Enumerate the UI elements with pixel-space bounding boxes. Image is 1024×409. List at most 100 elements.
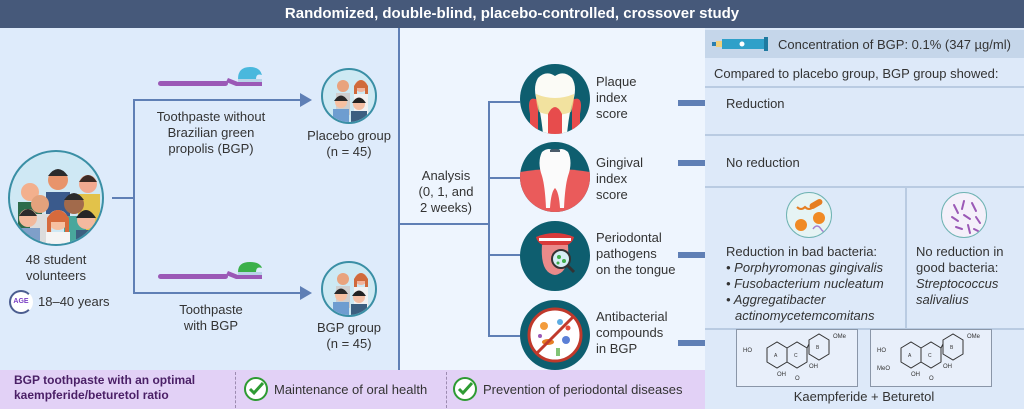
analysis-timepoints-2: 2 weeks) [419,200,473,215]
arrow-to-placebo [300,93,312,107]
svg-text:OH: OH [777,372,786,378]
bgp-treatment-line2: with BGP [183,318,239,333]
placebo-group-icon [321,68,377,124]
outcome-plaque-line2: index [596,90,628,105]
gingival-result: No reduction [726,155,800,170]
placebo-treatment-line2: Brazilian green [167,125,255,140]
checkmark-icon [244,377,268,401]
group-of-people-icon [8,150,104,246]
svg-text:OH: OH [911,372,920,378]
footer-divider-2 [446,372,447,408]
analysis-branch-compounds [488,335,520,337]
outcome-tongue-line1: Periodontal [596,230,662,245]
bad-bacteria-item: • Porphyromonas gingivalis [726,260,884,275]
outcome-plaque-line3: score [596,106,628,121]
placebo-treatment-line1: Toothpaste without [156,109,266,124]
svg-text:O: O [795,376,800,382]
bgp-treatment-line1: Toothpaste [179,302,243,317]
arrow-to-bgp [300,286,312,300]
outcome-tongue-line2: pathogens [596,246,657,261]
outcome-gingival-line1: Gingival [596,155,643,170]
comparison-heading: Compared to placebo group, BGP group sho… [714,66,999,81]
bad-bacteria-item: • Fusobacterium nucleatum [726,276,884,291]
svg-text:B: B [816,345,820,351]
analysis-branch-tongue [488,254,520,256]
good-bacteria-species-2: salivalius [916,292,969,307]
plaque-tooth-icon [520,64,590,134]
plaque-result: Reduction [726,96,785,111]
age-icon: AGE [9,290,33,314]
svg-text:MeO: MeO [877,366,890,372]
svg-text:B: B [950,345,954,351]
placebo-group-n: (n = 45) [326,144,372,159]
concentration-text: Concentration of BGP: 0.1% (347 µg/ml) [778,37,1011,52]
branch-line-placebo [133,99,303,101]
svg-text:C: C [794,353,798,359]
benefit-oral-health: Maintenance of oral health [274,382,428,397]
age-range: 18–40 years [38,294,110,309]
good-bacteria-species-1: Streptococcus [916,276,999,291]
svg-text:C: C [928,353,932,359]
svg-text:A: A [908,353,912,359]
plaque-divider [705,134,1024,136]
placebo-treatment-line3: propolis (BGP) [168,141,254,156]
bgp-group-icon [321,261,377,317]
good-bacteria-line2: good bacteria: [916,260,999,275]
analysis-timepoints-1: (0, 1, and [418,184,474,199]
analysis-stem [400,223,489,225]
gingival-tooth-icon [520,142,590,212]
outcome-plaque-line1: Plaque [596,74,637,89]
study-design-title: Randomized, double-blind, placebo-contro… [0,0,1024,28]
svg-text:OMe: OMe [967,334,981,340]
good-bacteria-icon [941,192,987,238]
branch-line-bgp [133,292,303,294]
svg-text:HO: HO [743,348,752,354]
good-bacteria-line1: No reduction in [916,244,1004,259]
svg-text:O: O [929,376,934,382]
participants-count: 48 student [25,252,87,267]
bad-bacteria-icon [786,192,832,238]
kaempferide-structure: HO OH O OH OMe A C B [736,329,858,387]
analysis-label: Analysis [421,168,471,183]
placebo-group-name: Placebo group [307,128,391,143]
checkmark-icon [453,377,477,401]
toothpaste-tube-icon [712,36,770,52]
footer-divider-1 [235,372,236,408]
toothbrush-placebo-icon [158,64,266,90]
bad-bacteria-item: • Aggregatibacter [726,292,826,307]
outcome-compounds-line1: Antibacterial [596,309,668,324]
branch-line-vertical [133,99,135,293]
outcome-tongue-line3: on the tongue [596,262,676,277]
analysis-branch-plaque [488,101,520,103]
gingival-divider [705,186,1024,188]
conclusion-lead-line1: BGP toothpaste with an optimal [14,373,196,387]
tongue-magnifier-icon [520,221,590,291]
bad-bacteria-item-continued: actinomycetemcomitans [735,308,875,323]
outcome-gingival-line2: index [596,171,628,186]
svg-text:OMe: OMe [833,334,847,340]
no-bacteria-icon [520,300,590,370]
conclusion-bar [0,370,705,409]
analysis-branch-gingival [488,177,520,179]
analysis-vertical [488,101,490,337]
beturetol-structure: HO MeO OH O OH OMe A C B [870,329,992,387]
outcome-gingival-line3: score [596,187,628,202]
outcome-compounds-line3: in BGP [596,341,638,356]
svg-text:OH: OH [943,364,952,370]
bad-bacteria-heading: Reduction in bad bacteria: [726,244,878,259]
svg-text:A: A [774,353,778,359]
compounds-caption: Kaempferide + Beturetol [793,389,935,404]
svg-text:OH: OH [809,364,818,370]
participants-type: volunteers [26,268,86,283]
bacteria-divider [705,328,1024,330]
benefit-periodontal: Prevention of periodontal diseases [483,382,683,397]
branch-line-stem [112,197,134,199]
bgp-group-n: (n = 45) [326,336,372,351]
svg-text:HO: HO [877,348,886,354]
toothbrush-bgp-icon [158,262,266,288]
comparison-divider [705,86,1024,88]
conclusion-lead-line2: kaempferide/beturetol ratio [14,388,169,402]
bacteria-column-divider [905,188,907,328]
bgp-group-name: BGP group [316,320,382,335]
outcome-compounds-line2: compounds [596,325,664,340]
